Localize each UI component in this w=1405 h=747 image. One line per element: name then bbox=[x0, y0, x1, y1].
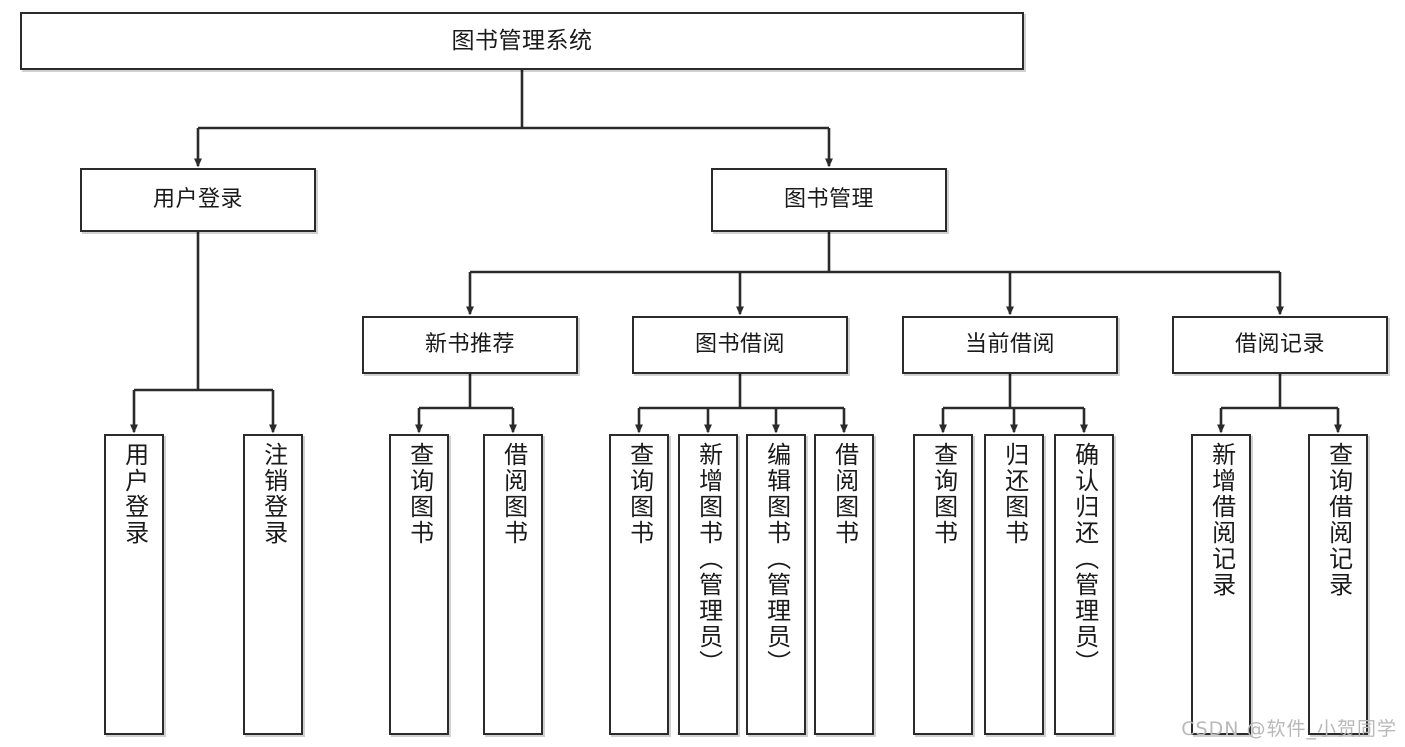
node-label: 查询图书 bbox=[405, 442, 434, 546]
node-label: 当前借阅 bbox=[964, 331, 1055, 357]
node-label: 确认归还（管理员） bbox=[1070, 442, 1099, 676]
csdn-watermark: CSDN @软件_小贺同学 bbox=[1181, 718, 1397, 740]
node-label: 查询图书 bbox=[625, 442, 654, 546]
node-label: 借阅图书 bbox=[499, 442, 528, 546]
node-leaf-add-record[interactable]: 新增借阅记录 bbox=[1191, 434, 1251, 735]
node-book-borrow[interactable]: 图书借阅 bbox=[632, 316, 848, 374]
node-leaf-query-record[interactable]: 查询借阅记录 bbox=[1308, 434, 1368, 735]
node-label: 借阅图书 bbox=[830, 442, 859, 546]
node-book-management[interactable]: 图书管理 bbox=[711, 168, 947, 232]
node-leaf-query-book-1[interactable]: 查询图书 bbox=[389, 434, 449, 735]
node-label: 图书管理 bbox=[783, 186, 874, 212]
node-new-book-recommend[interactable]: 新书推荐 bbox=[362, 316, 578, 374]
node-leaf-borrow-book-2[interactable]: 借阅图书 bbox=[814, 434, 874, 735]
node-label: 查询图书 bbox=[929, 442, 958, 546]
node-leaf-query-book-3[interactable]: 查询图书 bbox=[913, 434, 973, 735]
node-leaf-user-logout[interactable]: 注销登录 bbox=[243, 434, 303, 735]
node-label: 借阅记录 bbox=[1234, 331, 1325, 357]
node-current-borrow[interactable]: 当前借阅 bbox=[902, 316, 1118, 374]
node-label: 图书管理系统 bbox=[451, 27, 593, 54]
node-label: 图书借阅 bbox=[694, 331, 785, 357]
node-leaf-borrow-book-1[interactable]: 借阅图书 bbox=[483, 434, 543, 735]
node-label: 新书推荐 bbox=[424, 331, 515, 357]
node-borrow-record[interactable]: 借阅记录 bbox=[1172, 316, 1388, 374]
node-leaf-return-book[interactable]: 归还图书 bbox=[984, 434, 1044, 735]
node-root[interactable]: 图书管理系统 bbox=[20, 12, 1024, 70]
node-leaf-add-book[interactable]: 新增图书（管理员） bbox=[678, 434, 738, 735]
node-label: 归还图书 bbox=[1000, 442, 1029, 546]
node-label: 新增借阅记录 bbox=[1207, 442, 1236, 598]
node-label: 编辑图书（管理员） bbox=[762, 442, 791, 676]
node-leaf-query-book-2[interactable]: 查询图书 bbox=[609, 434, 669, 735]
node-label: 查询借阅记录 bbox=[1324, 442, 1353, 598]
node-leaf-confirm-return[interactable]: 确认归还（管理员） bbox=[1054, 434, 1114, 735]
node-label: 用户登录 bbox=[152, 186, 243, 212]
node-label: 新增图书（管理员） bbox=[694, 442, 723, 676]
node-label: 用户登录 bbox=[120, 442, 149, 546]
node-leaf-user-login[interactable]: 用户登录 bbox=[104, 434, 164, 735]
node-leaf-edit-book[interactable]: 编辑图书（管理员） bbox=[746, 434, 806, 735]
node-user-login[interactable]: 用户登录 bbox=[80, 168, 316, 232]
node-label: 注销登录 bbox=[259, 442, 288, 546]
